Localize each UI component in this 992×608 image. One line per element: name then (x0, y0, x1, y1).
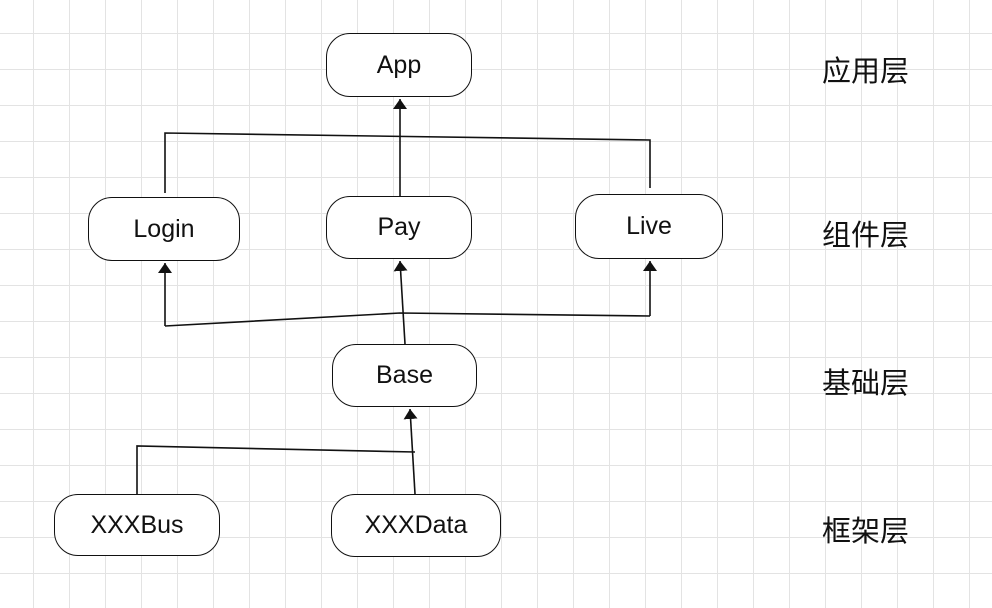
node-login[interactable]: Login (88, 197, 240, 261)
node-app[interactable]: App (326, 33, 472, 97)
node-live[interactable]: Live (575, 194, 723, 259)
node-pay[interactable]: Pay (326, 196, 472, 259)
layer-label-application: 应用层 (822, 54, 910, 88)
edge-frameworks-to-base (136, 445, 416, 494)
layer-label-foundation: 基础层 (822, 366, 910, 400)
layer-label-framework: 框架层 (822, 514, 910, 548)
node-xxxdata[interactable]: XXXData (331, 494, 501, 557)
edge-components-to-app (164, 132, 651, 193)
arrow-to-base (403, 408, 418, 495)
layer-label-component: 组件层 (822, 218, 910, 252)
edge-base-to-components (164, 312, 651, 327)
node-xxxbus[interactable]: XXXBus (54, 494, 220, 556)
node-base[interactable]: Base (332, 344, 477, 407)
arrow-to-pay (393, 260, 408, 345)
